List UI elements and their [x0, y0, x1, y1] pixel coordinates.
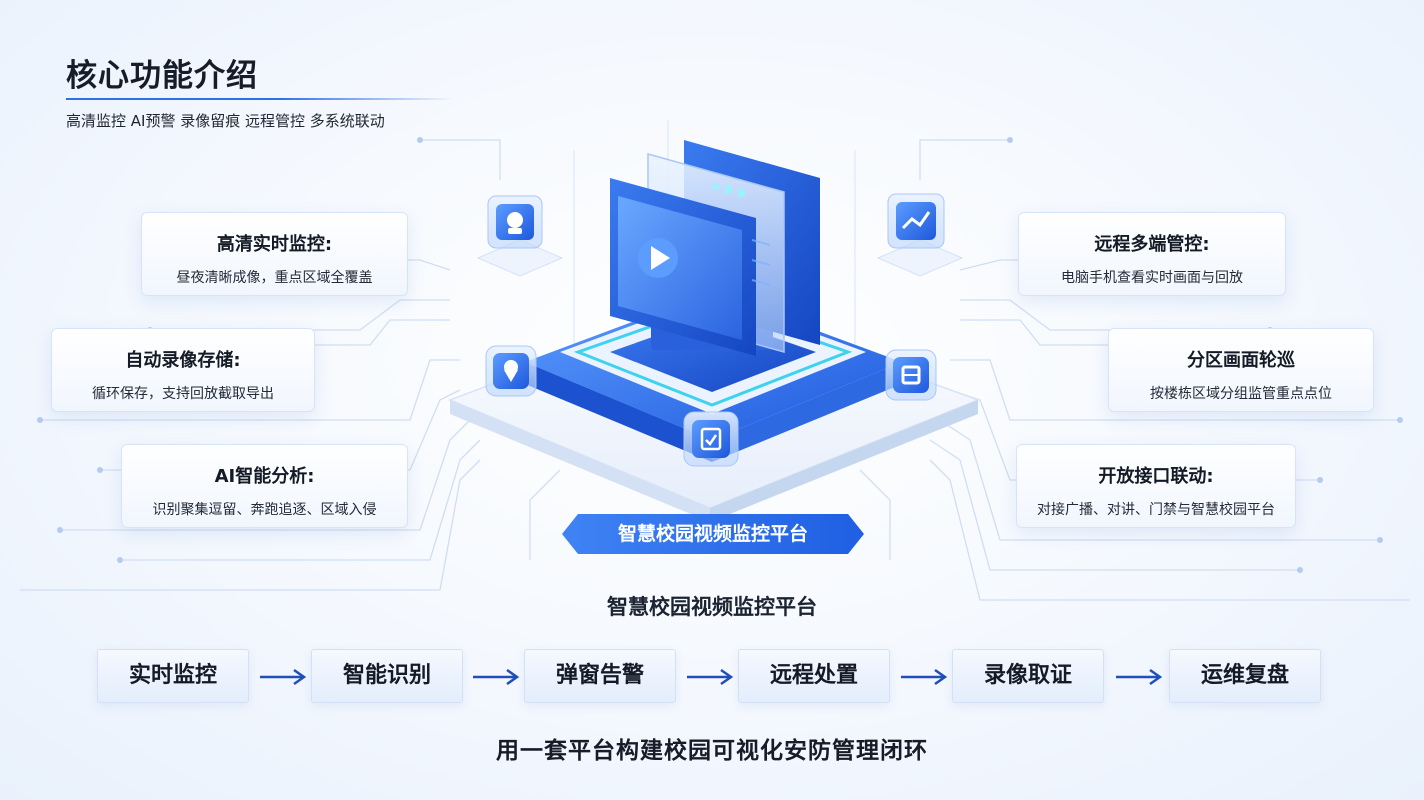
location-pin-icon	[485, 345, 537, 397]
box-icon	[885, 349, 937, 401]
flow-step-recording-evidence: 录像取证	[952, 649, 1104, 703]
arrow-right-icon	[260, 668, 307, 686]
feature-card-auto-recording: 自动录像存储: 循环保存，支持回放截取导出	[51, 328, 315, 412]
page-subtitle: 高清监控 AI预警 录像留痕 远程管控 多系统联动	[66, 112, 385, 130]
arrow-right-icon	[687, 668, 734, 686]
feature-title: AI智能分析:	[214, 466, 315, 487]
feature-title: 远程多端管控:	[1094, 234, 1210, 255]
feature-title: 自动录像存储:	[125, 350, 241, 371]
play-icon	[638, 238, 678, 278]
flow-step-remote-handling: 远程处置	[738, 649, 890, 703]
flow-step-smart-recognition: 智能识别	[311, 649, 463, 703]
feature-desc: 识别聚集逗留、奔跑追逐、区域入侵	[152, 502, 377, 518]
arrow-right-icon	[473, 668, 520, 686]
feature-card-hd-monitoring: 高清实时监控: 昼夜清晰成像，重点区域全覆盖	[141, 212, 408, 296]
flow-step-realtime-monitoring: 实时监控	[97, 649, 249, 703]
robot-icon	[476, 195, 564, 277]
title-underline	[66, 98, 454, 100]
footer-slogan: 用一套平台构建校园可视化安防管理闭环	[496, 738, 928, 764]
platform-banner: 智慧校园视频监控平台	[562, 514, 864, 554]
feature-desc: 电脑手机查看实时画面与回放	[1061, 270, 1243, 286]
feature-title: 分区画面轮巡	[1187, 350, 1295, 371]
feature-title: 开放接口联动:	[1098, 466, 1214, 487]
arrow-right-icon	[1116, 668, 1163, 686]
feature-desc: 循环保存，支持回放截取导出	[92, 386, 274, 402]
feature-card-open-interface: 开放接口联动: 对接广播、对讲、门禁与智慧校园平台	[1016, 444, 1296, 528]
feature-title: 高清实时监控:	[216, 234, 333, 255]
platform-caption: 智慧校园视频监控平台	[607, 595, 817, 619]
feature-card-zone-patrol: 分区画面轮巡 按楼栋区域分组监管重点点位	[1108, 328, 1374, 412]
page-title: 核心功能介绍	[66, 58, 258, 94]
monitor-trend-icon	[876, 193, 964, 277]
feature-card-remote-control: 远程多端管控: 电脑手机查看实时画面与回放	[1018, 212, 1286, 296]
feature-desc: 对接广播、对讲、门禁与智慧校园平台	[1037, 502, 1275, 518]
flow-step-ops-review: 运维复盘	[1169, 649, 1321, 703]
checklist-icon	[683, 411, 739, 467]
feature-desc: 昼夜清晰成像，重点区域全覆盖	[176, 270, 373, 286]
flow-step-popup-alert: 弹窗告警	[524, 649, 676, 703]
feature-card-ai-analysis: AI智能分析: 识别聚集逗留、奔跑追逐、区域入侵	[121, 444, 408, 528]
feature-desc: 按楼栋区域分组监管重点点位	[1150, 386, 1332, 402]
arrow-right-icon	[901, 668, 948, 686]
